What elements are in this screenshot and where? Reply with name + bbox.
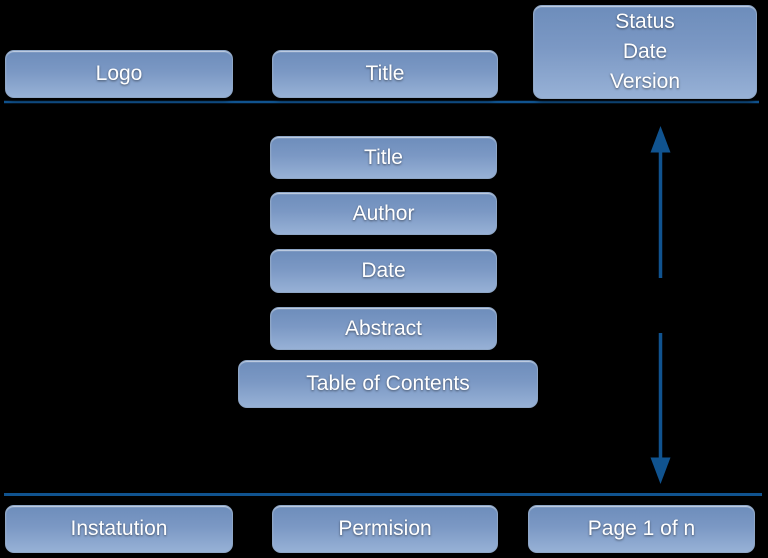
status-date-version-box: Status Date Version: [533, 5, 757, 99]
institution-box: Instatution: [5, 505, 233, 553]
date-line: Date: [622, 40, 668, 63]
author-box: Author: [270, 192, 497, 235]
status-line: Status: [615, 10, 675, 33]
page-number-box: Page 1 of n: [528, 505, 755, 553]
version-line: Version: [609, 70, 681, 93]
logo-box: Logo: [5, 50, 233, 98]
table-of-contents-box: Table of Contents: [238, 360, 538, 408]
header-title-box: Title: [272, 50, 498, 98]
date-box: Date: [270, 249, 497, 293]
body-title-box: Title: [270, 136, 497, 179]
page-extent-arrow-down: [650, 333, 671, 484]
arrowhead-up: [650, 126, 671, 153]
page-extent-arrow-up: [650, 126, 671, 278]
abstract-box: Abstract: [270, 307, 497, 350]
arrowhead-down: [650, 457, 671, 484]
permission-box: Permision: [272, 505, 498, 553]
